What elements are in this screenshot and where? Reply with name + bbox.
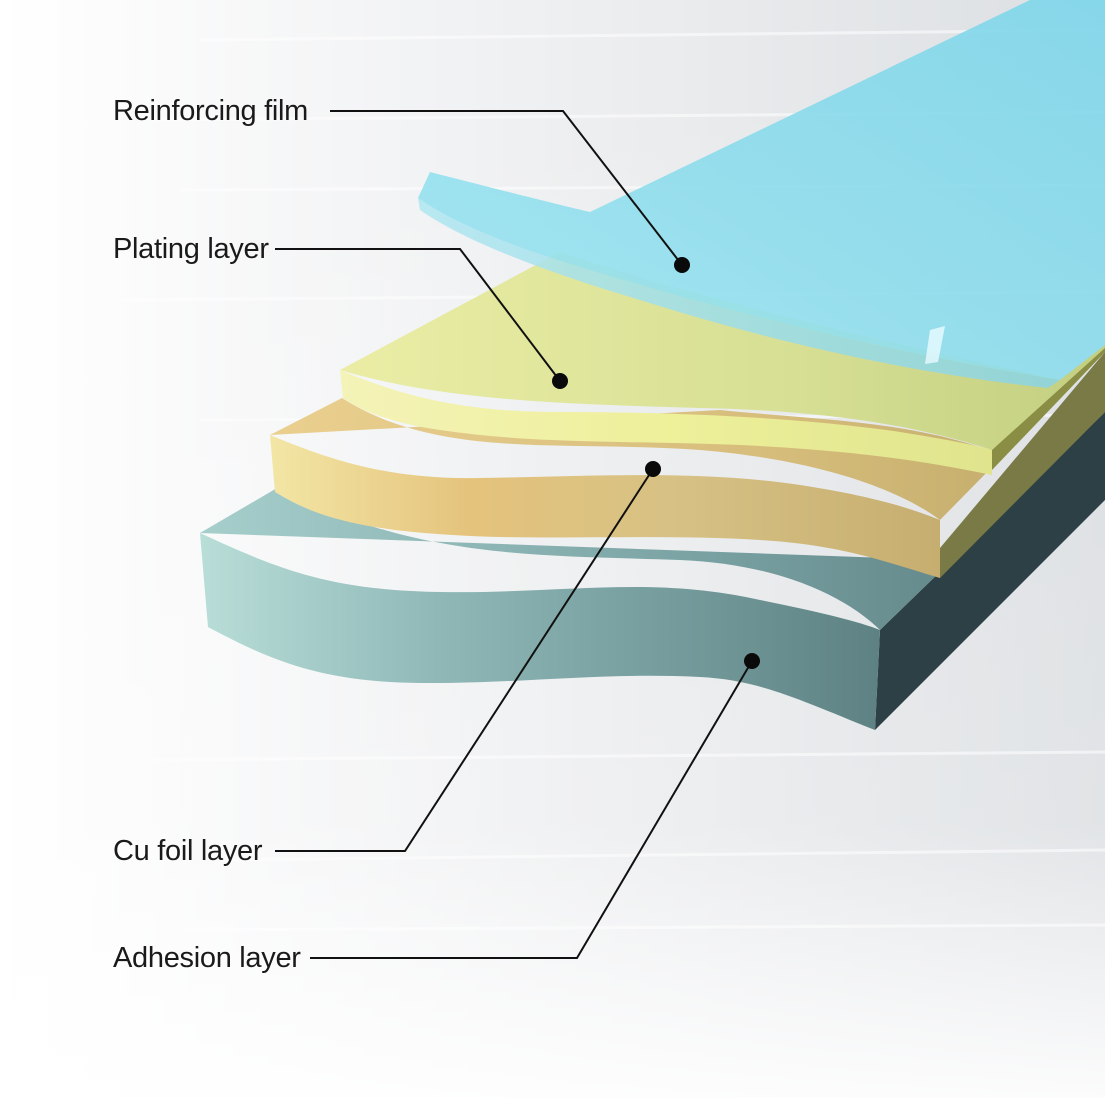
dot-reinforcing-film <box>674 257 690 273</box>
cu-foil-layer-right-side <box>940 352 1105 578</box>
leader-line-adhesion-layer <box>310 660 753 959</box>
plating-layer-top <box>340 252 1105 450</box>
callout-labels: Reinforcing film Plating layer Cu foil l… <box>113 95 308 974</box>
dot-adhesion-layer <box>744 653 760 669</box>
label-plating-layer: Plating layer <box>113 233 269 265</box>
adhesion-layer-shape <box>200 390 1105 730</box>
dot-plating-layer <box>552 373 568 389</box>
leader-lines <box>275 110 753 959</box>
leader-dots <box>552 257 760 669</box>
plating-layer-shape <box>340 252 1105 475</box>
plating-layer-right-side <box>992 345 1105 470</box>
leader-line-cu-foil-layer <box>275 468 654 852</box>
reinforcing-film-shape <box>418 0 1105 388</box>
label-reinforcing-film: Reinforcing film <box>113 95 308 127</box>
dot-cu-foil-layer <box>645 461 661 477</box>
label-adhesion-layer: Adhesion layer <box>113 942 301 974</box>
plating-layer-front <box>340 370 992 475</box>
adhesion-layer-right-side <box>875 412 1105 730</box>
adhesion-layer-top <box>200 390 1105 630</box>
cu-foil-layer-front <box>270 435 940 578</box>
adhesion-layer-front <box>200 533 880 730</box>
reinforcing-film-highlight <box>925 326 945 364</box>
reinforcing-film-top <box>418 0 1105 380</box>
leader-line-reinforcing-film <box>330 110 683 266</box>
leader-line-plating-layer <box>275 248 561 382</box>
label-cu-foil-layer: Cu foil layer <box>113 835 263 867</box>
